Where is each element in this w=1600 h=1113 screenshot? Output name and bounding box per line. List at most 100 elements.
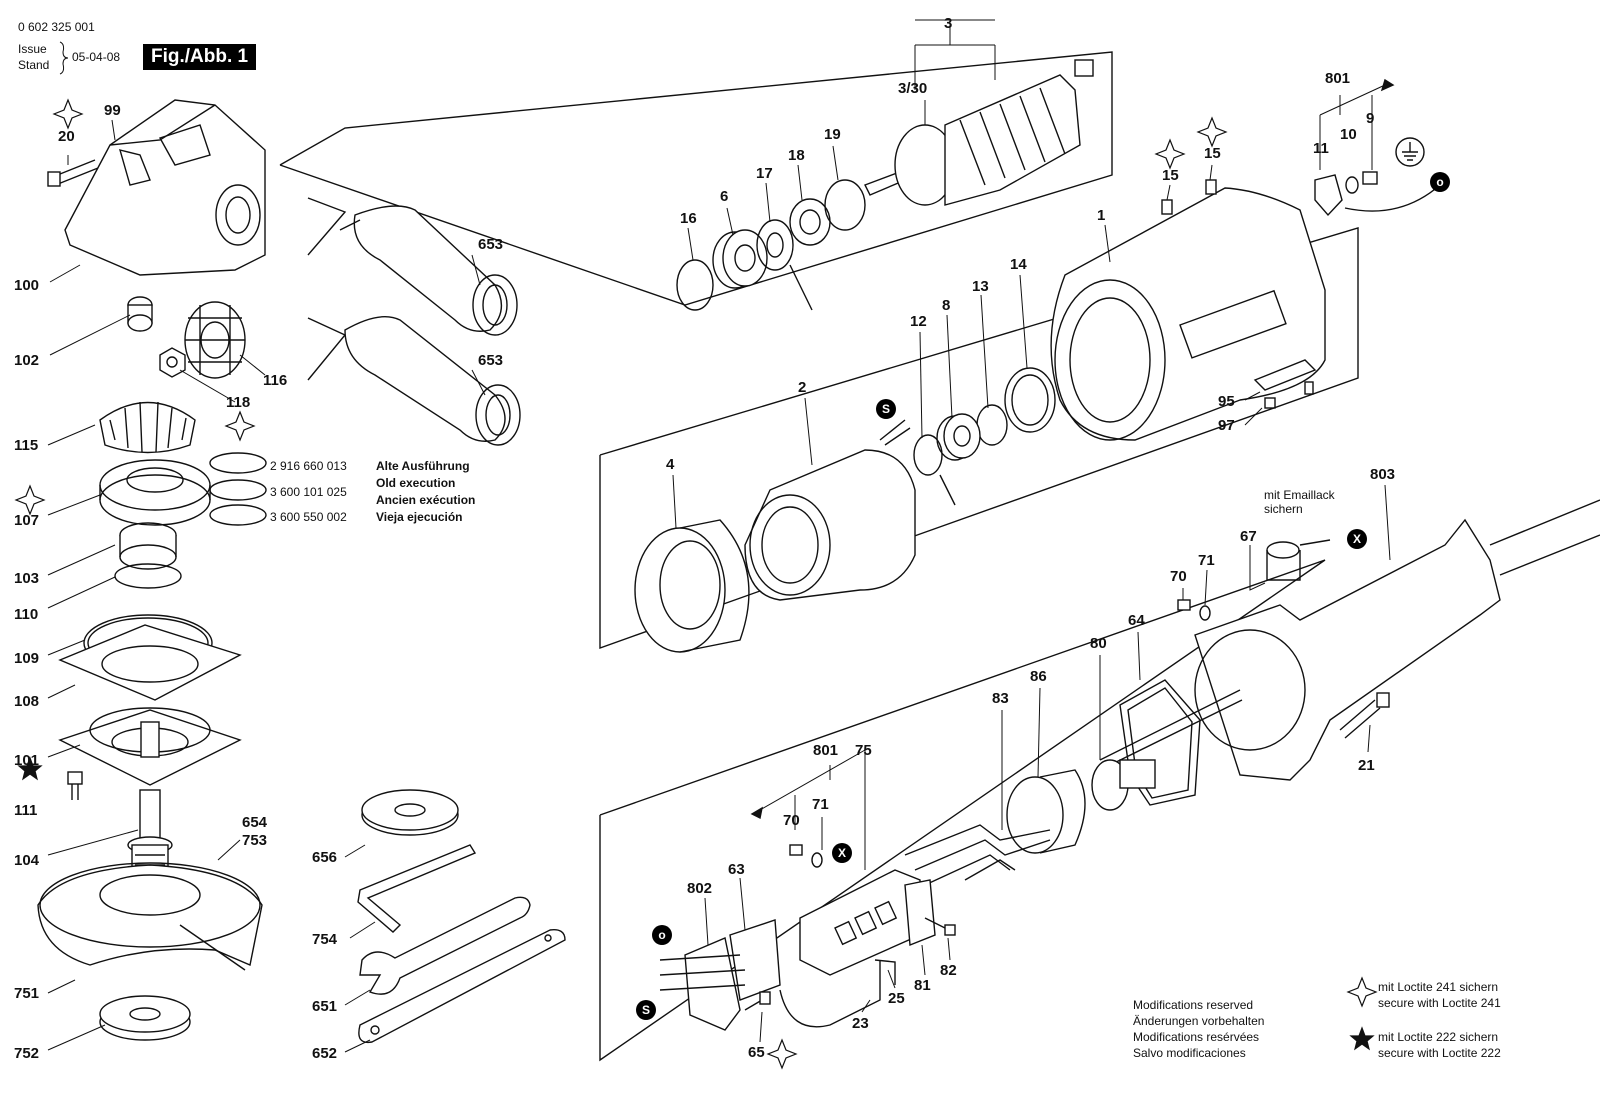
old-execution-en: Old execution [376,476,456,490]
rod-80 [1091,689,1243,811]
switch-75 [799,869,921,976]
pin-wrench-652 [358,929,566,1044]
arrows [750,78,1395,820]
part-25: 25 [888,990,905,1007]
bracket-11 [1314,171,1441,217]
screw-82 [924,917,956,936]
part-109: 109 [14,650,40,667]
armature-3 [864,59,1094,206]
part-64: 64 [1128,612,1145,629]
old-execution-fr: Ancien exécution [376,493,476,507]
nut-118 [159,347,186,378]
screw-70-71-switch [789,844,823,868]
part-10: 10 [1340,126,1357,143]
part-753: 753 [242,832,268,849]
part-802: 802 [687,880,713,897]
badge-x-handle: X [1347,529,1367,549]
issue-label: Issue [18,42,47,56]
loctite-241-de: mit Loctite 241 sichern [1378,980,1499,994]
part-67: 67 [1240,528,1257,545]
old-execution-de: Alte Ausführung [376,459,470,473]
emaillack-note-2: sichern [1264,502,1303,516]
wrench-651 [359,896,531,995]
o-ring-16 [676,259,714,311]
loctite-222-de: mit Loctite 222 sichern [1378,1030,1499,1044]
old-execution-es: Vieja ejecución [376,510,463,524]
part-653-upper: 653 [478,236,504,253]
modifications-en: Modifications reserved [1133,998,1254,1012]
screw-65 [744,991,771,1011]
loctite-marks [14,98,1378,1070]
part-654: 654 [242,814,268,831]
part-3-30: 3/30 [898,80,928,97]
washer-17 [756,219,813,311]
part-754: 754 [312,931,338,948]
part-656: 656 [312,849,338,866]
bevel-gear-115 [99,401,196,454]
bearing-103 [119,522,177,570]
part-70-switch: 70 [783,812,800,829]
part-20: 20 [58,128,75,145]
screw-70-71 [1177,599,1211,621]
part-11: 11 [1313,140,1329,157]
part-82: 82 [940,962,957,979]
issue-date: 05-04-08 [72,50,121,64]
screw-97 [1264,381,1314,409]
part-81: 81 [914,977,931,994]
switch-frame [599,559,1326,1062]
badge-o-switch: o [652,925,672,945]
part-108: 108 [14,693,40,710]
part-14: 14 [1010,256,1027,273]
badge-s-stator: S [876,399,896,419]
part-15-left: 15 [1162,167,1179,184]
part-115: 115 [14,437,39,454]
part-86: 86 [1030,668,1047,685]
flange-nut-752 [99,995,191,1041]
part-751: 751 [14,985,40,1002]
issue-brace [59,41,69,75]
bearing-8 [936,413,981,461]
hex-key-754 [357,844,477,933]
handle-frame [307,197,347,381]
screw-21 [1339,692,1390,739]
wire-23 [779,959,896,1028]
screw-111 [67,771,83,800]
part-83: 83 [992,690,1009,707]
part-651: 651 [312,998,338,1015]
ground-symbol [1395,137,1425,167]
switch-plate-81 [904,879,936,947]
old-code-1: 2 916 660 013 [270,459,347,473]
part-17: 17 [756,165,773,182]
washer-18 [789,198,831,246]
part-75: 75 [855,742,872,759]
handle-803 [1194,499,1600,781]
part-13: 13 [972,278,989,295]
part-118: 118 [226,394,251,411]
cable-holder-802 [659,937,746,1031]
part-80: 80 [1090,635,1107,652]
part-95: 95 [1218,393,1235,410]
part-3: 3 [944,15,953,32]
part-4: 4 [666,456,675,473]
plate-95 [1253,359,1317,391]
part-652: 652 [312,1045,338,1062]
flange-107 [99,459,211,526]
part-752: 752 [14,1045,40,1062]
part-99: 99 [104,102,121,119]
filter-63 [729,919,781,1001]
part-16: 16 [680,210,697,227]
part-65: 65 [748,1044,765,1061]
modifications-es: Salvo modificaciones [1133,1046,1246,1060]
flange-656 [361,789,459,836]
part-111: 111 [14,802,38,819]
part-102: 102 [14,352,40,369]
part-100: 100 [14,277,40,294]
badge-s-switch: S [636,1000,656,1020]
part-6: 6 [720,188,729,205]
document-number: 0 602 325 001 [18,20,95,34]
part-803: 803 [1370,466,1396,483]
part-2: 2 [798,379,807,396]
part-15-right: 15 [1204,145,1221,162]
plate-108 [58,624,242,701]
